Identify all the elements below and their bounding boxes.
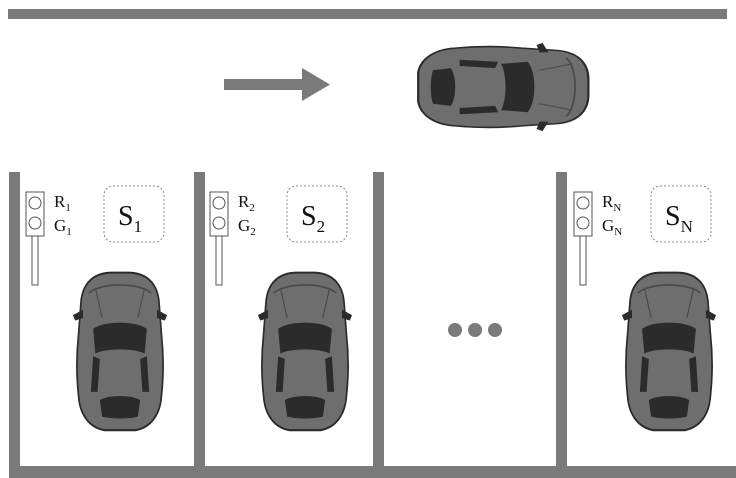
traffic-light-icon <box>574 192 592 285</box>
svg-text:G1: G1 <box>54 216 72 238</box>
traffic-light-icon <box>26 192 44 285</box>
red-light-label: R <box>54 192 66 211</box>
parking-spot-1: R1 G1 S1 <box>26 186 167 430</box>
car-icon <box>418 43 588 131</box>
red-light-label: R <box>602 192 614 211</box>
svg-text:R1: R1 <box>54 192 71 214</box>
green-light-label: G <box>602 216 614 235</box>
arrow-right-icon <box>224 68 330 101</box>
green-light-label: G <box>238 216 250 235</box>
parking-spot-2: R2 G2 S2 <box>210 186 352 430</box>
car-icon <box>622 273 716 431</box>
red-light-label: R <box>238 192 250 211</box>
svg-text:RN: RN <box>602 192 621 214</box>
top-road-wall <box>8 9 727 19</box>
car-icon <box>258 273 352 431</box>
ellipsis-icon <box>448 323 502 337</box>
svg-text:R2: R2 <box>238 192 255 214</box>
traffic-light-icon <box>210 192 228 285</box>
car-icon <box>73 273 167 431</box>
parking-spot-n: RN GN SN <box>574 186 716 430</box>
svg-text:GN: GN <box>602 216 622 238</box>
green-light-label: G <box>54 216 66 235</box>
svg-text:G2: G2 <box>238 216 256 238</box>
